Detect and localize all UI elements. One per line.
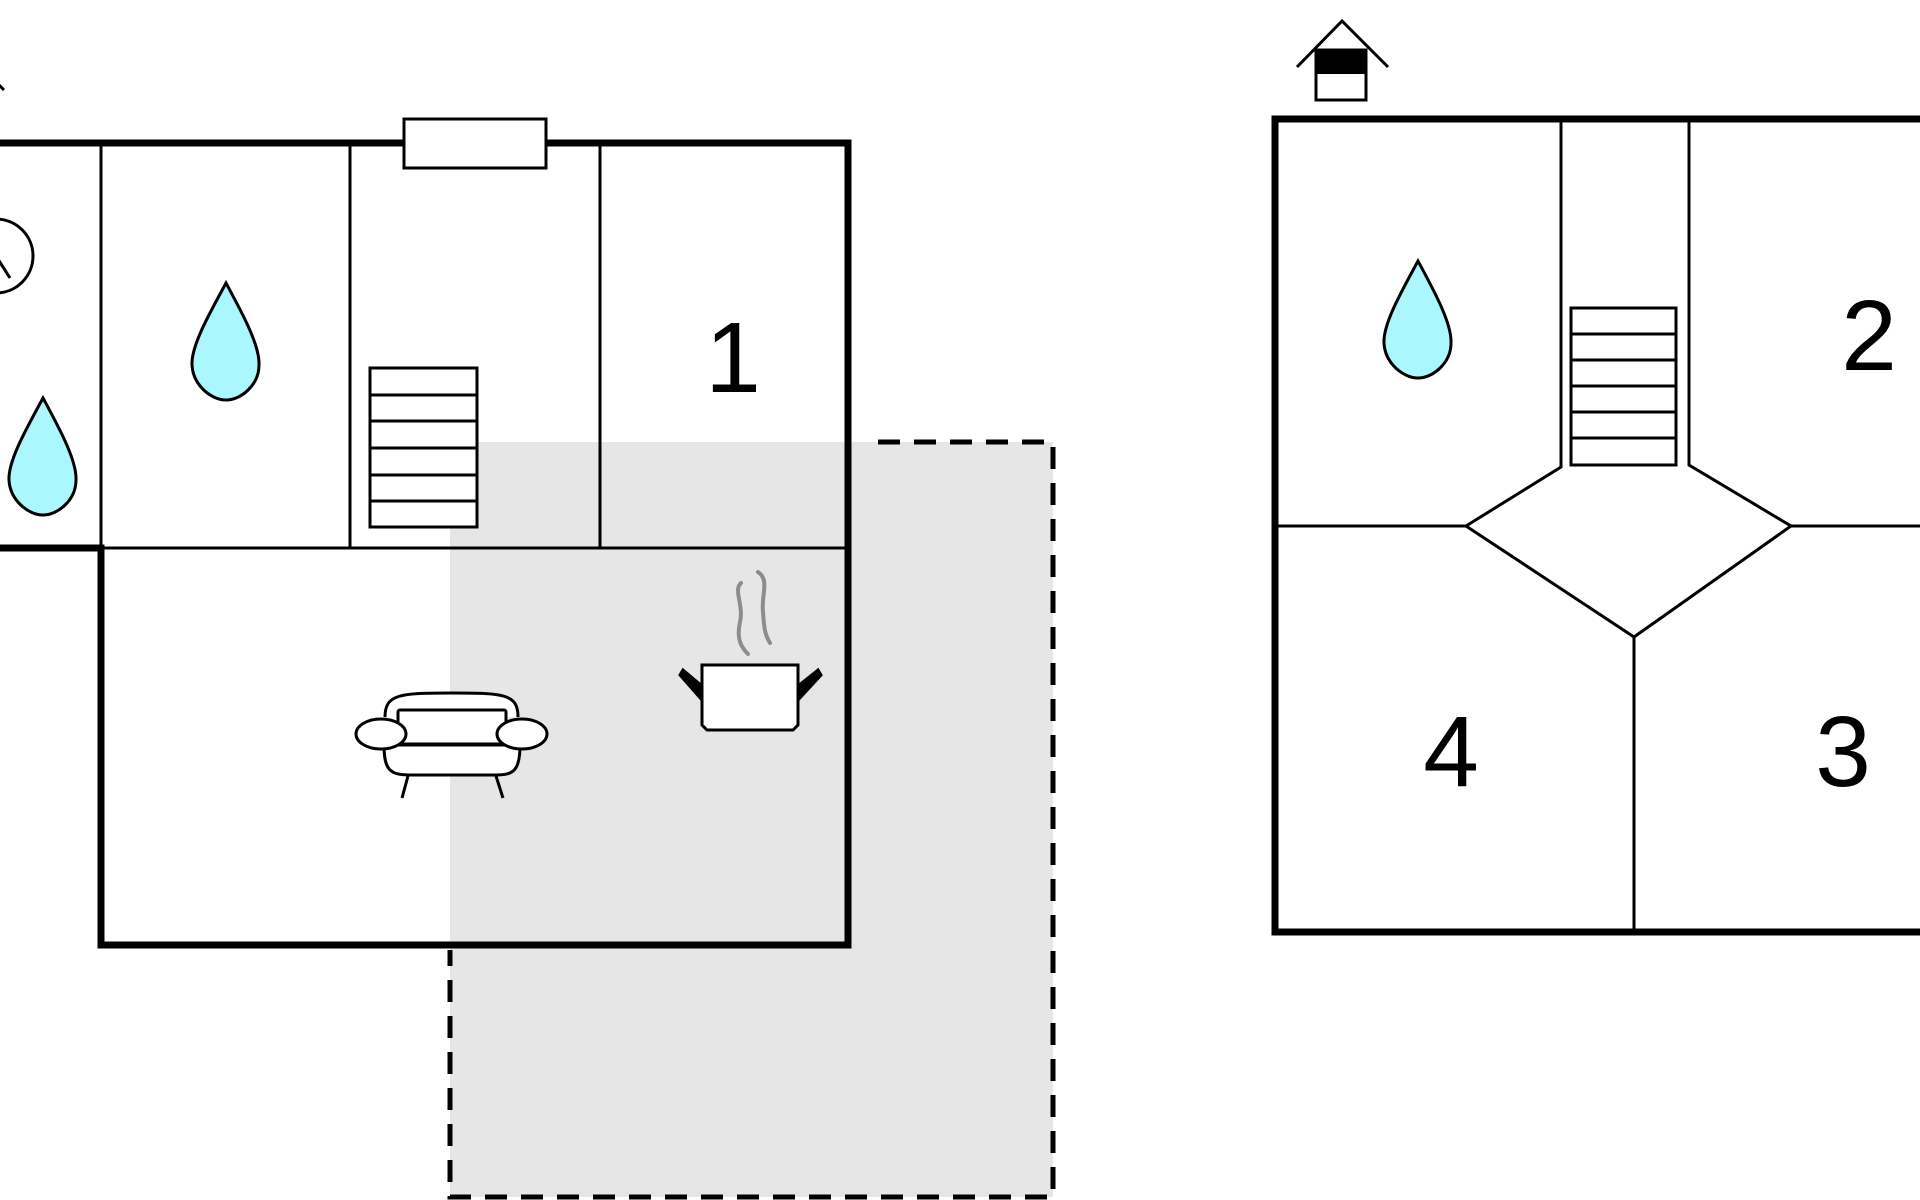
room-number-3: 3 (1815, 696, 1871, 808)
cooking-pot-icon (678, 570, 823, 732)
terrace-area (450, 442, 1053, 1197)
ground-floor: 1 (0, 83, 852, 949)
terrace-border (447, 439, 1056, 1200)
water-drop-icon (190, 279, 261, 402)
water-drop-icon (7, 394, 78, 517)
arrow-fragment (0, 83, 6, 92)
room-number-2: 2 (1841, 280, 1897, 392)
room-number-1: 1 (705, 302, 761, 414)
clock-icon (0, 217, 35, 295)
sofa-icon (354, 691, 549, 799)
water-drop-icon (1382, 257, 1453, 380)
window (402, 117, 548, 170)
stairs-icon (1569, 306, 1678, 467)
house-level-icon (1295, 18, 1390, 102)
stairs-icon (368, 366, 479, 529)
upper-floor: 2 3 4 (1271, 18, 1920, 936)
room-number-4: 4 (1423, 696, 1479, 808)
terrace (447, 439, 1056, 1200)
